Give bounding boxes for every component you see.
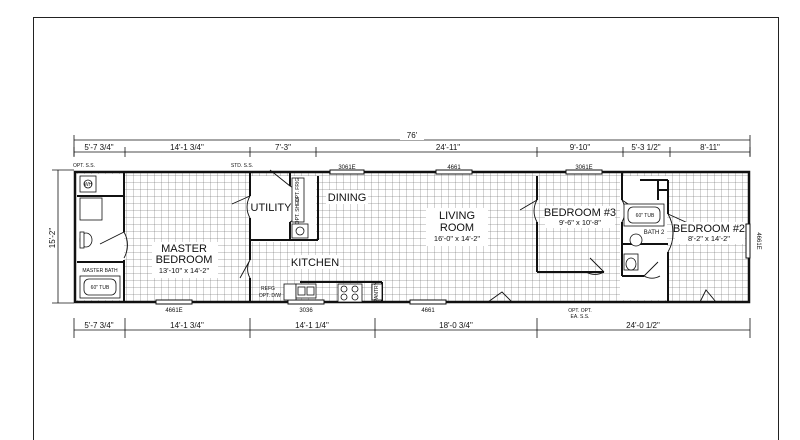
window-4661-bottom: 4661 bbox=[421, 308, 435, 314]
window-4661-top: 4661 bbox=[447, 165, 461, 171]
window-4661e-bottom: 4661E bbox=[165, 308, 182, 314]
opt-ss-label: OPT. S.S. bbox=[73, 163, 95, 169]
drawing-sheet bbox=[33, 17, 779, 440]
bath2-tub-label: 60" TUB bbox=[636, 213, 655, 219]
top-dim-1: 5'-7 3/4" bbox=[84, 143, 113, 152]
pantry-label: PANTRY bbox=[374, 281, 380, 301]
master-bedroom-size: 13'-10" x 14'-2" bbox=[159, 266, 210, 275]
windows bbox=[155, 169, 751, 305]
top-dim-4: 24'-11" bbox=[436, 143, 460, 152]
overall-length-label: 76' bbox=[407, 131, 418, 140]
top-dim-5: 9'-10" bbox=[570, 143, 591, 152]
top-dimensions: 5'-7 3/4" 14'-1 3/4" 7'-3" 24'-11" 9'-10… bbox=[73, 143, 751, 157]
window-3061e-top-left: 3061E bbox=[338, 165, 355, 171]
std-ss-label: STD. S.S. bbox=[231, 163, 253, 169]
living-room-label-line1: LIVING bbox=[439, 210, 475, 222]
overall-width-label: 15'-2" bbox=[48, 228, 57, 249]
dining-label: DINING bbox=[328, 192, 367, 204]
wh-label: WH bbox=[84, 182, 93, 188]
kitchen-fixtures bbox=[283, 283, 383, 303]
living-room-size: 16'-0" x 14'-2" bbox=[434, 234, 480, 243]
refrigerator-label: REFG bbox=[261, 286, 275, 292]
bath2-fixtures bbox=[623, 203, 665, 271]
utility-label: UTILITY bbox=[251, 202, 293, 214]
bottom-dim-3: 14'-1 1/4" bbox=[295, 321, 329, 330]
window-4661e-side: 4661E bbox=[755, 232, 761, 249]
bottom-dim-5: 24'-0 1/2" bbox=[626, 321, 660, 330]
overall-width-dimension: 15'-2" bbox=[48, 169, 74, 304]
top-dim-7: 8'-11" bbox=[700, 143, 720, 152]
master-bath-label: MASTER BATH bbox=[82, 268, 118, 274]
bottom-dimensions: 5'-7 3/4" 14'-1 3/4" 14'-1 1/4" 18'-0 3/… bbox=[73, 318, 751, 338]
bedroom3-label: BEDROOM #3 bbox=[544, 207, 616, 219]
kitchen-label: KITCHEN bbox=[291, 257, 339, 269]
master-bedroom-label-line1: MASTER bbox=[161, 243, 207, 255]
opt-shelf-label: OPT. SHELF bbox=[295, 196, 301, 225]
master-bath-fixtures bbox=[79, 175, 121, 299]
master-bedroom-label-line2: BEDROOM bbox=[156, 254, 213, 266]
opt-frig-label: OPT. FRIG bbox=[295, 178, 301, 203]
window-3061e-top-right: 3061E bbox=[575, 165, 592, 171]
bottom-dim-4: 18'-0 3/4" bbox=[439, 321, 473, 330]
opt-dw-label: OPT. D/W bbox=[259, 293, 282, 299]
room-labels: MASTER BEDROOM 13'-10" x 14'-2" UTILITY … bbox=[152, 190, 745, 278]
bedroom3-size: 9'-6" x 10'-8" bbox=[559, 218, 601, 227]
top-dim-6: 5'-3 1/2" bbox=[631, 143, 660, 152]
utility-fixtures bbox=[291, 177, 309, 239]
interior-walls bbox=[77, 172, 669, 302]
opt-opt-note: OPT. OPT. bbox=[568, 308, 592, 314]
bottom-dim-2: 14'-1 3/4" bbox=[170, 321, 204, 330]
bottom-dim-1: 5'-7 3/4" bbox=[84, 321, 113, 330]
ea-ss-note: EA. S.S. bbox=[571, 314, 590, 320]
bedroom2-size: 8'-2" x 14'-2" bbox=[688, 234, 730, 243]
bedroom2-label: BEDROOM #2 bbox=[673, 223, 745, 235]
living-room-label-line2: ROOM bbox=[440, 222, 474, 234]
bath2-label: BATH 2 bbox=[644, 230, 665, 236]
top-dim-2: 14'-1 3/4" bbox=[170, 143, 204, 152]
master-tub-label: 60" TUB bbox=[91, 285, 110, 291]
window-3036-bottom: 3036 bbox=[299, 308, 313, 314]
top-dim-3: 7'-3" bbox=[275, 143, 291, 152]
